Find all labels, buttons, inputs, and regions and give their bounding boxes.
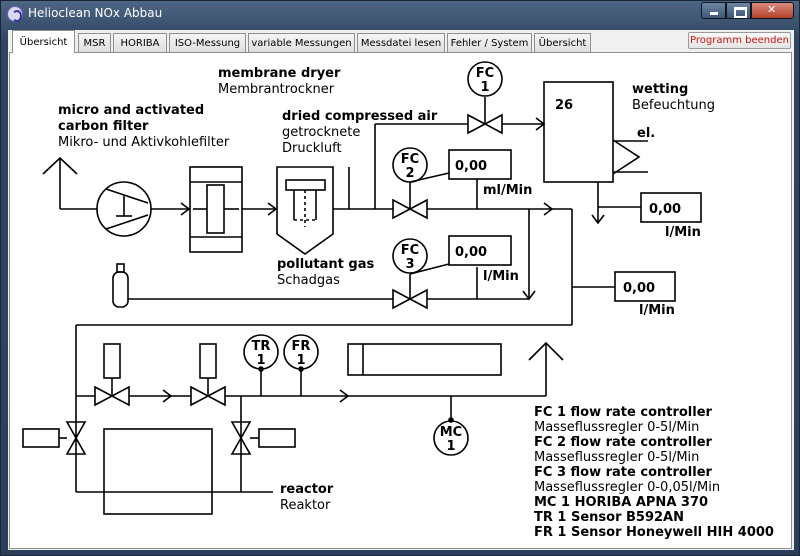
wetting-unit [543, 81, 648, 225]
process-overview-panel: membrane dryer Membrantrockner micro and… [9, 52, 792, 549]
fc3-number: 3 [405, 257, 414, 272]
tab-messdatei-lesen[interactable]: Messdatei lesen [357, 33, 445, 52]
main-content: Übersicht MSR HORIBA ISO-Messung variabl… [8, 30, 794, 550]
compressor-icon [96, 181, 152, 237]
dryer-label-en: membrane dryer [218, 66, 341, 81]
wetting-outlet-value: 0,00 [649, 202, 681, 217]
tab-bar: Übersicht MSR HORIBA ISO-Messung variabl… [8, 30, 794, 53]
filter-label-en-1: micro and activated [58, 103, 204, 118]
window-title: Helioclean NOx Abbau [28, 6, 163, 20]
fc3-tag: FC [401, 243, 419, 258]
dryer-label-de: Membrantrockner [218, 82, 335, 97]
dried-air-label-de-1: getrocknete [282, 125, 360, 140]
legend-line: FC 2 flow rate controller [534, 435, 713, 450]
legend-line: FC 3 flow rate controller [534, 465, 713, 480]
tab-iso-messung[interactable]: ISO-Messung [169, 33, 246, 52]
fc1-instrument [467, 61, 503, 97]
valve-a-icon [94, 343, 130, 407]
legend: FC 1 flow rate controller Masseflussregl… [534, 405, 774, 540]
wetting-value: 26 [555, 98, 573, 113]
fc1-valve-icon [467, 61, 503, 135]
legend-line: TR 1 Sensor B592AN [534, 510, 684, 525]
main-outlet-value-box [614, 271, 676, 302]
tab-variable-messungen[interactable]: variable Messungen [248, 33, 355, 52]
fc2-unit: ml/Min [483, 183, 532, 198]
reactor-label-en: reactor [280, 482, 334, 497]
outlet-chevron [528, 341, 564, 361]
app-logo-icon [7, 6, 23, 22]
filter-label-de: Mikro- und Aktivkohlefilter [58, 135, 230, 150]
valve-b-icon [190, 343, 226, 407]
process-flow-diagram: membrane dryer Membrantrockner micro and… [22, 61, 774, 540]
tab-fehler-system[interactable]: Fehler / System [447, 33, 532, 52]
fr1-tag: FR [292, 339, 311, 354]
wetting-label-de: Befeuchtung [632, 98, 715, 113]
wetting-outlet-value-box [640, 192, 702, 223]
legend-line: Masseflussregler 0-0,05l/Min [534, 480, 720, 495]
pollutant-label-en: pollutant gas [277, 257, 374, 272]
fc2-valve-icon [392, 147, 450, 220]
legend-line: Masseflussregler 0-5l/Min [534, 420, 699, 435]
filter-label-en-2: carbon filter [58, 119, 149, 134]
fr1-number: 1 [296, 353, 305, 368]
pollutant-label-de: Schadgas [277, 273, 340, 288]
minimize-button[interactable] [701, 2, 726, 19]
close-button[interactable] [751, 2, 794, 19]
tab-uebersicht[interactable]: Übersicht [12, 30, 75, 53]
tab-uebersicht-2[interactable]: Übersicht [534, 33, 591, 52]
valve-d-icon [230, 421, 296, 455]
gas-cylinder-icon [112, 263, 129, 308]
mc1-number: 1 [446, 439, 455, 454]
wetting-label-en: wetting [632, 82, 688, 97]
reactor-icon [103, 428, 213, 515]
wetting-outlet-unit: l/Min [665, 225, 701, 240]
dried-air-label-en: dried compressed air [282, 109, 438, 124]
main-outlet-unit: l/Min [639, 303, 675, 318]
el-label: el. [637, 126, 655, 141]
tr1-tag: TR [252, 339, 271, 354]
analyzer-unit [347, 343, 502, 376]
tab-horiba[interactable]: HORIBA [113, 33, 167, 52]
fc1-tag: FC [476, 66, 494, 81]
legend-line: FR 1 Sensor Honeywell HIH 4000 [534, 525, 774, 540]
fc2-value-box [448, 149, 512, 180]
reactor-label-de: Reaktor [280, 498, 331, 513]
exit-program-button[interactable]: Programm beenden [688, 32, 791, 49]
legend-line: FC 1 flow rate controller [534, 405, 713, 420]
fc2-number: 2 [405, 166, 414, 181]
carbon-filter-icon [189, 166, 243, 253]
mc1-tag: MC [440, 425, 462, 440]
fc2-tag: FC [401, 152, 419, 167]
main-outlet-value: 0,00 [623, 281, 655, 296]
legend-line: MC 1 HORIBA APNA 370 [534, 495, 708, 510]
tr1-number: 1 [256, 353, 265, 368]
fc3-value: 0,00 [455, 245, 487, 260]
title-bar[interactable]: Helioclean NOx Abbau [1, 1, 800, 27]
fc1-number: 1 [480, 80, 489, 95]
fc2-value: 0,00 [455, 159, 487, 174]
membrane-dryer-icon [276, 166, 334, 255]
tab-msr[interactable]: MSR [78, 33, 111, 52]
valve-c-icon [22, 421, 87, 455]
fc3-unit: l/Min [483, 269, 519, 284]
fc3-instrument [392, 238, 428, 274]
maximize-button[interactable] [726, 2, 751, 19]
dried-air-label-de-2: Druckluft [282, 141, 342, 156]
legend-line: Masseflussregler 0-5l/Min [534, 450, 699, 465]
fc3-valve-icon [392, 238, 450, 310]
fc3-value-box [448, 235, 512, 266]
